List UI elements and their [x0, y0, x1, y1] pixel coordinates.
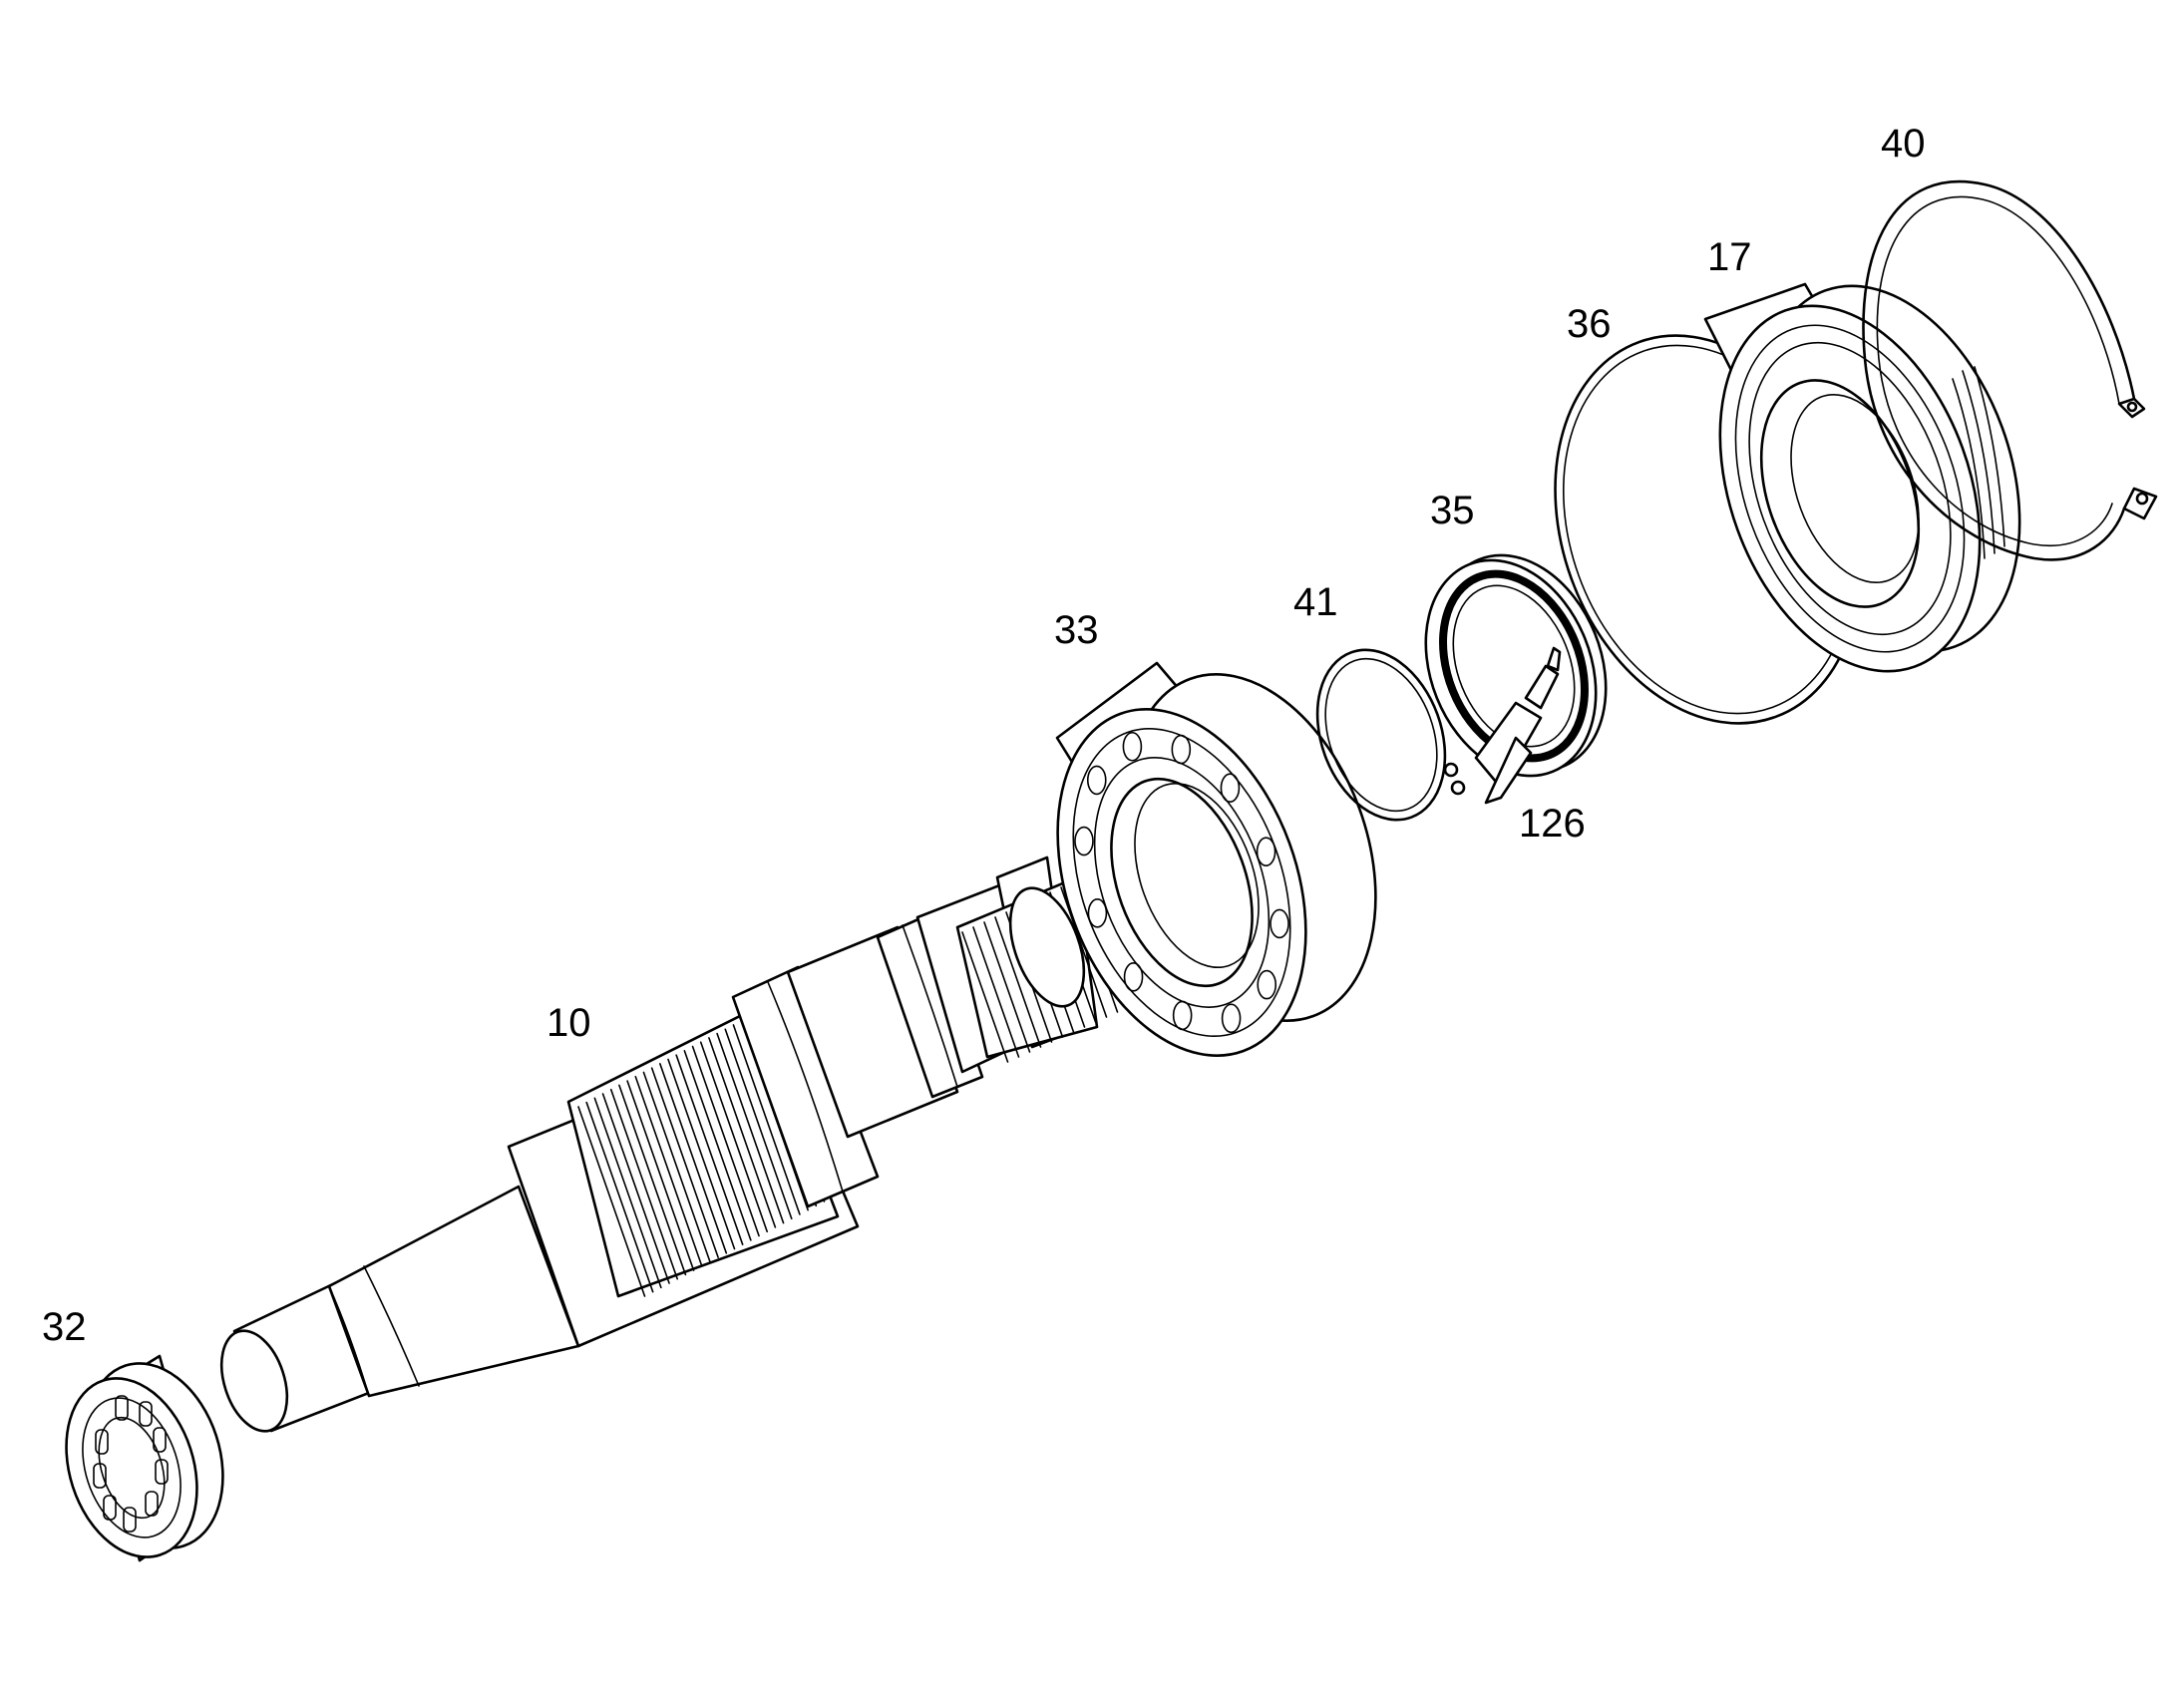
bearing-balls [1074, 731, 1289, 1034]
spline-tooth [683, 1050, 752, 1241]
spline-tooth [659, 1063, 728, 1254]
needle-rollers [93, 1395, 169, 1533]
spline-tooth [716, 1032, 785, 1224]
part-126-grease-tube [1474, 646, 1562, 805]
bearing-ball [1270, 908, 1289, 939]
spline-tooth [650, 1067, 719, 1258]
spline-tooth [983, 921, 1031, 1053]
part-10-drive-shaft [219, 855, 1119, 1433]
bearing-ball [1122, 731, 1143, 762]
callout-36: 36 [1567, 302, 1612, 346]
spline-tooth [618, 1084, 687, 1276]
callout-40: 40 [1881, 122, 1926, 166]
part-32-needle-bearing [65, 1354, 224, 1562]
callout-126: 126 [1519, 802, 1586, 846]
spline-tooth [732, 1024, 801, 1215]
callout-32: 32 [42, 1305, 87, 1349]
spline-tooth [675, 1054, 744, 1245]
spline-tooth [642, 1071, 711, 1263]
bearing-ball [1123, 961, 1144, 992]
callout-41: 41 [1293, 580, 1338, 624]
spline-tooth [994, 916, 1042, 1048]
spline-tooth [724, 1028, 793, 1220]
part-40-snap-ring [1862, 179, 2158, 561]
spline-tooth [601, 1093, 670, 1284]
spline-tooth [626, 1080, 695, 1271]
spline-tooth [593, 1097, 662, 1289]
spline-tooth [585, 1101, 654, 1293]
spline-tooth [708, 1037, 777, 1228]
callout-35: 35 [1430, 489, 1475, 532]
spline-tooth [577, 1106, 646, 1297]
bearing-ball [1220, 773, 1241, 804]
spline-tooth [691, 1045, 760, 1237]
bearing-ball [1171, 734, 1192, 765]
spline-tooth [609, 1088, 679, 1280]
bearing-ball [1172, 1000, 1193, 1031]
bearing-ball [1256, 837, 1276, 867]
part-35-shaft-seal [1424, 553, 1608, 778]
spline-tooth [667, 1058, 736, 1250]
bearing-ball [1221, 1003, 1242, 1034]
bearing-ball [1087, 897, 1108, 928]
bearing-ball [1257, 969, 1277, 1000]
callout-17: 17 [1707, 235, 1752, 279]
spline-tooth [699, 1041, 769, 1233]
spline-tooth [972, 926, 1020, 1058]
callout-10: 10 [546, 1001, 591, 1045]
bearing-ball [1086, 765, 1107, 796]
spline-tooth [634, 1075, 703, 1267]
part-41-circlip [1315, 648, 1466, 822]
part-17-bearing-cover [1703, 282, 2021, 673]
callout-33: 33 [1054, 608, 1099, 652]
part-33-ball-bearing [1055, 661, 1377, 1057]
bearing-ball [1074, 826, 1094, 856]
spline-tooth [961, 931, 1009, 1063]
